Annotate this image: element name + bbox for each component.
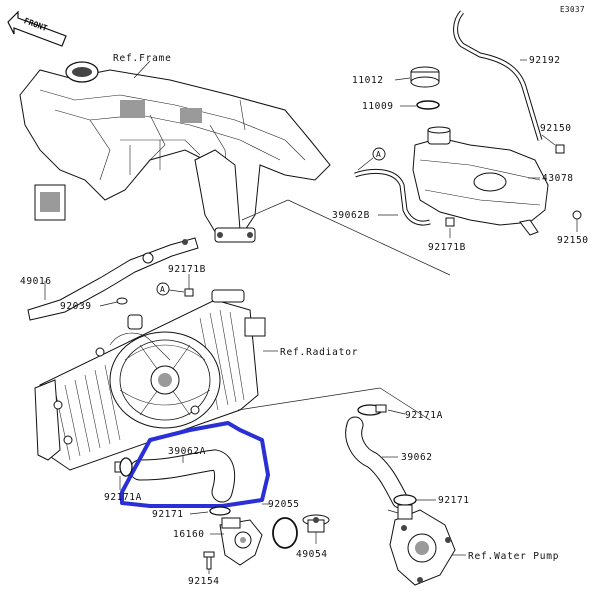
part-16160: 16160 bbox=[173, 529, 205, 540]
part-39062b: 39062B bbox=[332, 210, 370, 221]
part-39062a: 39062A bbox=[168, 446, 206, 457]
part-49054: 49054 bbox=[296, 549, 328, 560]
radiator-drawing bbox=[34, 289, 266, 473]
part-92171a-left: 92171A bbox=[104, 492, 142, 503]
ref-water-pump-label: Ref.Water Pump bbox=[468, 551, 559, 562]
water-pump-drawing bbox=[389, 504, 456, 586]
part-92039: 92039 bbox=[60, 301, 92, 312]
ref-frame-label: Ref.Frame bbox=[113, 53, 172, 64]
part-92171-right: 92171 bbox=[438, 495, 470, 506]
front-arrow-icon: FRONT bbox=[7, 10, 67, 47]
bracket-49016 bbox=[27, 237, 199, 321]
part-92171a: 92171A bbox=[405, 410, 443, 421]
part-92171b-tank: 92171B bbox=[428, 242, 466, 253]
diagram-code: E3037 bbox=[560, 5, 585, 14]
callout-a-upper: A bbox=[376, 150, 381, 159]
bolt-92154 bbox=[203, 551, 215, 570]
part-92192: 92192 bbox=[529, 55, 561, 66]
part-39062: 39062 bbox=[401, 452, 433, 463]
ref-radiator-label: Ref.Radiator bbox=[280, 347, 358, 358]
thermostat-49054 bbox=[302, 514, 330, 533]
reservoir-tank bbox=[412, 126, 549, 236]
part-92150-lower: 92150 bbox=[557, 235, 589, 246]
part-11012: 11012 bbox=[352, 75, 384, 86]
part-49016: 49016 bbox=[20, 276, 52, 287]
fitting-16160 bbox=[219, 517, 263, 566]
part-43078: 43078 bbox=[542, 173, 574, 184]
highlight-outline bbox=[120, 421, 270, 508]
part-92055: 92055 bbox=[268, 499, 300, 510]
part-92171b-bracket: 92171B bbox=[168, 264, 206, 275]
part-92150-upper: 92150 bbox=[540, 123, 572, 134]
part-92154: 92154 bbox=[188, 576, 220, 587]
callout-a-lower: A bbox=[160, 285, 165, 294]
cap-11012 bbox=[410, 66, 440, 88]
frame-drawing bbox=[19, 61, 331, 243]
part-11009: 11009 bbox=[362, 101, 394, 112]
part-92171-bottom: 92171 bbox=[152, 509, 184, 520]
